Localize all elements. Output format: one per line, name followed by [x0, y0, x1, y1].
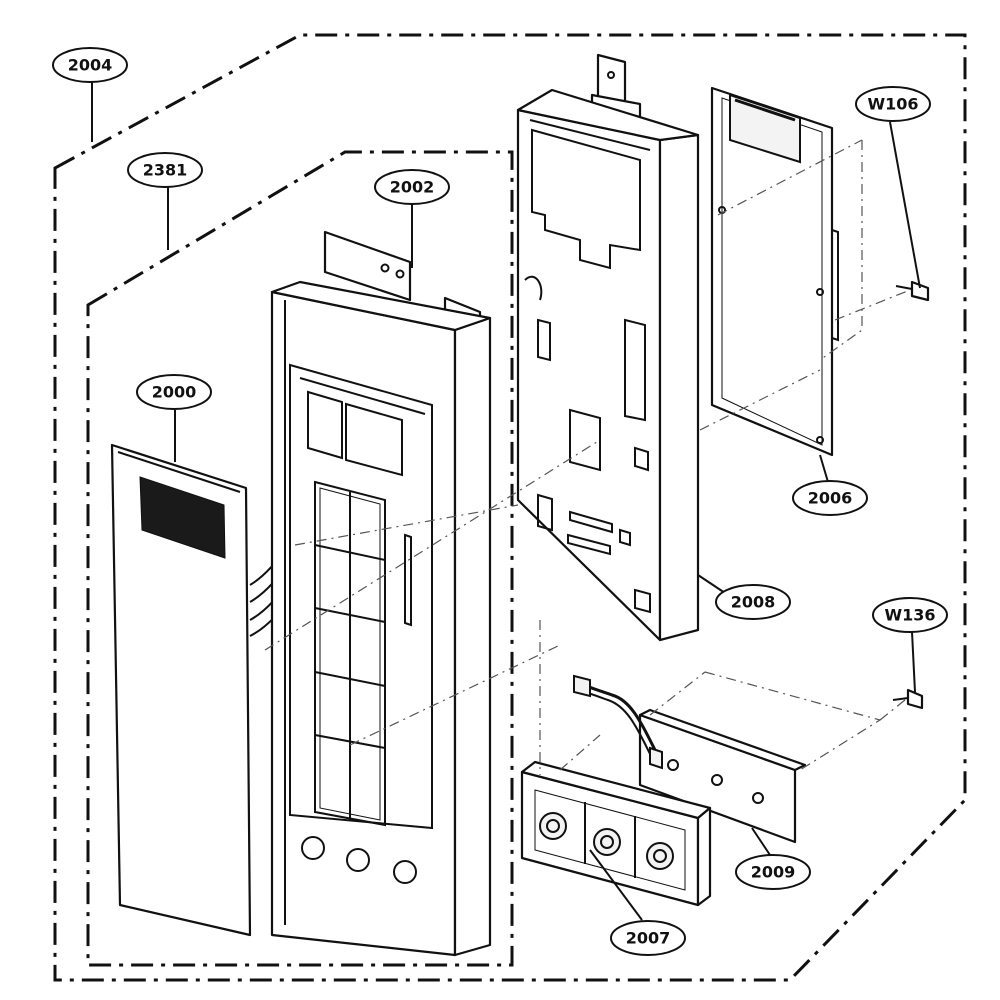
callout-2381: 2381: [127, 152, 203, 188]
part-2007-button-assembly: [520, 760, 712, 907]
assembly-boundary-2381: [86, 150, 514, 967]
display-window: [139, 476, 226, 559]
callout-2381-text: 2381: [143, 161, 188, 180]
pcb-connector: [729, 93, 801, 164]
callout-2009: 2009: [735, 854, 811, 890]
callout-2009-text: 2009: [751, 863, 796, 882]
callout-2008: 2008: [715, 584, 791, 620]
callout-w106: W106: [855, 86, 931, 122]
assembly-boundary-2004: [53, 33, 967, 982]
callout-2007-text: 2007: [626, 929, 671, 948]
part-2008-holder-frame: [516, 53, 700, 642]
callout-2002-text: 2002: [390, 178, 435, 197]
callout-w106-text: W106: [867, 95, 918, 114]
callout-2007: 2007: [610, 920, 686, 956]
callout-2002: 2002: [374, 169, 450, 205]
screw-w136: [892, 688, 924, 710]
callout-2006-text: 2006: [808, 489, 853, 508]
callout-2008-text: 2008: [731, 593, 776, 612]
callout-2004: 2004: [52, 47, 128, 83]
assembly-alignment-lines: [264, 139, 911, 775]
part-2002-panel-frame: [270, 230, 492, 957]
callout-2006: 2006: [792, 480, 868, 516]
callout-w136: W136: [872, 597, 948, 633]
part-2006-pcb: [710, 86, 839, 457]
callout-2000-text: 2000: [152, 383, 197, 402]
callout-w136-text: W136: [884, 606, 935, 625]
screw-w106: [895, 280, 930, 302]
callout-2004-text: 2004: [68, 56, 113, 75]
part-2009-small-pcb: [573, 674, 807, 844]
callout-2000: 2000: [136, 374, 212, 410]
